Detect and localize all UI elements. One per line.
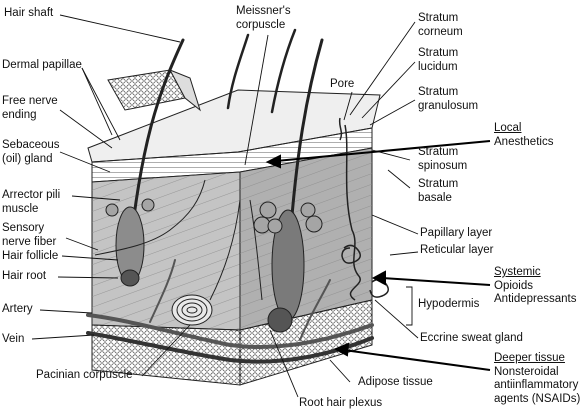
vein xyxy=(86,331,374,364)
drug-arrows xyxy=(265,140,491,371)
label-papillary-layer: Papillary layer xyxy=(420,227,493,239)
annotation-systemic: Systemic Opioids Antidepressants xyxy=(494,266,576,307)
hair-shaft-mid1 xyxy=(226,33,250,110)
label-free-nerve-ending: Free nerve ending xyxy=(2,95,58,121)
pacinian-corpuscle xyxy=(171,294,213,326)
annotation-local-body: Anesthetics xyxy=(494,135,554,148)
label-sensory-nerve: Sensory nerve fiber xyxy=(2,222,57,248)
blood-vessels xyxy=(86,259,374,364)
label-meissners-corpuscle: Meissner's corpuscle xyxy=(236,5,291,31)
annotation-systemic-heading: Systemic xyxy=(494,266,541,278)
label-hair-follicle: Hair follicle xyxy=(2,250,59,262)
label-hair-root: Hair root xyxy=(2,270,47,282)
artery xyxy=(86,313,374,350)
label-root-hair-plexus: Root hair plexus xyxy=(299,397,383,409)
annotation-deeper: Deeper tissue Nonsteroidal antiinflammat… xyxy=(494,352,580,406)
label-adipose-tissue: Adipose tissue xyxy=(358,376,433,388)
nerve-fibers xyxy=(94,179,263,301)
label-stratum-basale: Stratum basale xyxy=(418,178,459,204)
annotation-systemic-body: Opioids Antidepressants xyxy=(494,279,577,306)
label-vein: Vein xyxy=(2,333,25,345)
sebaceous-glands xyxy=(105,198,323,234)
label-artery: Artery xyxy=(2,303,33,315)
hair-root-right xyxy=(267,307,293,333)
hair-root-left xyxy=(120,269,140,287)
label-eccrine-sweat-gland: Eccrine sweat gland xyxy=(420,332,523,344)
label-sebaceous-gland: Sebaceous (oil) gland xyxy=(2,139,60,165)
dermal-papillae-side xyxy=(168,69,201,112)
label-pore: Pore xyxy=(330,78,355,90)
label-reticular-layer: Reticular layer xyxy=(420,244,494,256)
annotation-deeper-body: Nonsteroidal antiinflammatory agents (NS… xyxy=(494,365,581,405)
annotation-local: Local Anesthetics xyxy=(494,122,553,149)
annotation-deeper-heading: Deeper tissue xyxy=(494,352,565,364)
hair-follicles xyxy=(115,206,305,333)
label-dermal-papillae: Dermal papillae xyxy=(2,59,82,71)
label-stratum-corneum: Stratum corneum xyxy=(418,12,463,38)
leader-lines xyxy=(31,14,419,398)
label-hypodermis: Hypodermis xyxy=(418,298,480,310)
label-stratum-spinosum: Stratum spinosum xyxy=(418,146,468,172)
label-stratum-lucidum: Stratum lucidum xyxy=(418,47,459,73)
dermis-side-texture xyxy=(240,148,372,330)
label-arrector-pili: Arrector pili muscle xyxy=(2,189,61,215)
label-stratum-granulosum: Stratum granulosum xyxy=(418,86,479,112)
hair-shaft-mid2 xyxy=(270,28,297,114)
annotation-local-heading: Local xyxy=(494,122,522,134)
label-hair-shaft: Hair shaft xyxy=(4,7,54,19)
label-pacinian-corpuscle: Pacinian corpuscle xyxy=(36,369,133,381)
pore xyxy=(338,117,343,141)
